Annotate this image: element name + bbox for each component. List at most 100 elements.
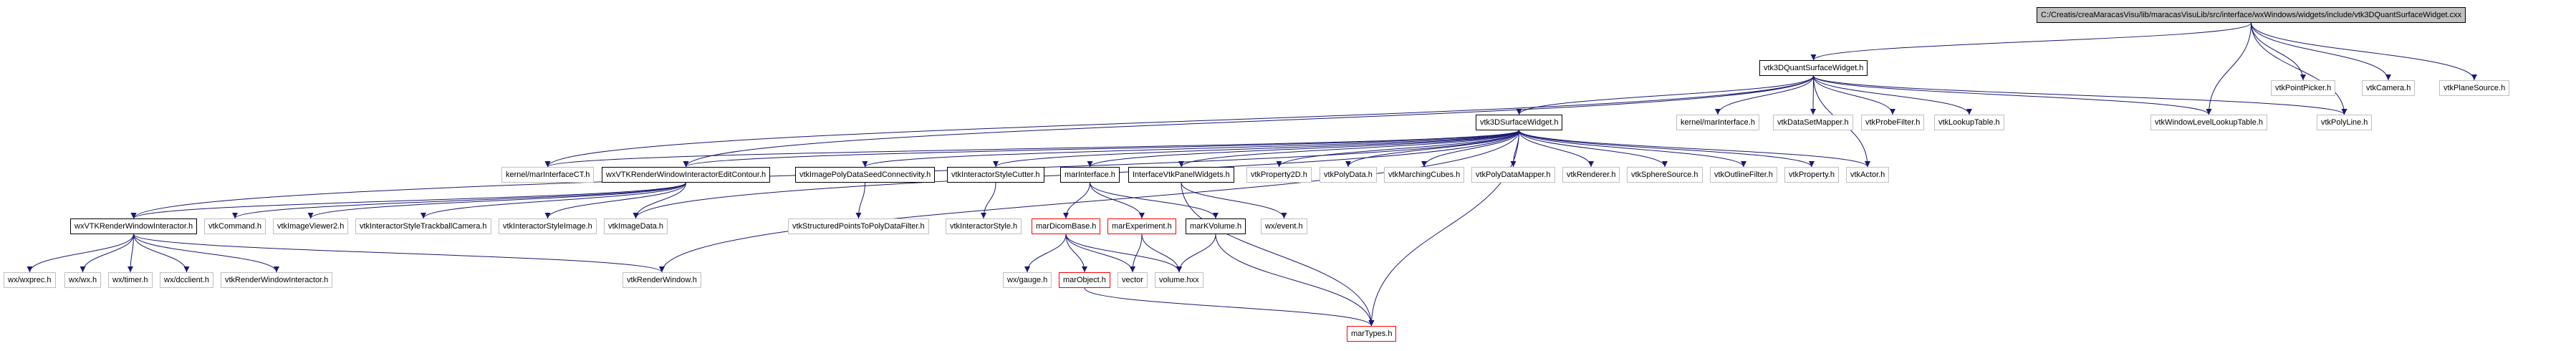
edge-s-to-prop [1519, 130, 1815, 168]
edge-s-to-mc [1421, 130, 1519, 168]
node-ipdsc[interactable]: vtkImagePolyDataSeedConnectivity.h [795, 167, 936, 183]
edge-s-to-mi [1087, 130, 1519, 168]
node-of[interactable]: vtkOutlineFilter.h [1710, 167, 1777, 183]
edge-mdb-to-mobj [1065, 234, 1087, 273]
node-gauge[interactable]: wx/gauge.h [1003, 272, 1052, 288]
node-prop[interactable]: vtkProperty.h [1784, 167, 1839, 183]
edge-ec-to-iv2 [307, 182, 686, 219]
edge-mobj-to-mt [1084, 287, 1375, 327]
node-isi[interactable]: vtkInteractorStyleImage.h [499, 218, 597, 234]
edge-s-to-rw [659, 130, 1519, 273]
edge-mkv-to-mt [1215, 234, 1375, 327]
edge-ipdsc-to-sptpdf [855, 182, 865, 219]
edge-ec-to-rwi [130, 182, 686, 219]
node-act[interactable]: vtkActor.h [1846, 167, 1890, 183]
edge-q-to-dsm [1810, 75, 1817, 115]
node-rwi[interactable]: wxVTKRenderWindowInteractor.h [70, 218, 198, 234]
node-pf[interactable]: vtkProbeFilter.h [1861, 115, 1925, 130]
edge-rwi-to-rw [133, 234, 665, 273]
node-ivpw[interactable]: InterfaceVtkPanelWidgets.h [1128, 167, 1234, 183]
node-wxwx[interactable]: wx/wx.h [64, 272, 102, 288]
edge-s-to-mt [1368, 130, 1519, 327]
node-id[interactable]: vtkImageData.h [604, 218, 668, 234]
node-cmd[interactable]: vtkCommand.h [204, 218, 266, 234]
node-pp[interactable]: vtkPointPicker.h [2271, 80, 2336, 96]
node-mc[interactable]: vtkMarchingCubes.h [1384, 167, 1465, 183]
node-kmict[interactable]: kernel/marInterfaceCT.h [501, 167, 595, 183]
node-vrwi[interactable]: vtkRenderWindowInteractor.h [221, 272, 333, 288]
edge-s-to-act [1519, 130, 1870, 168]
node-mdb[interactable]: marDicomBase.h [1032, 218, 1101, 234]
edge-q-to-pl [1813, 75, 2347, 115]
edge-mdb-to-vec [1065, 234, 1135, 273]
node-wllut[interactable]: vtkWindowLevelLookupTable.h [2150, 115, 2268, 130]
node-vol[interactable]: volume.hxx [1155, 272, 1203, 288]
node-sptpdf[interactable]: vtkStructuredPointsToPolyDataFilter.h [788, 218, 929, 234]
node-wxdc[interactable]: wx/dcclient.h [160, 272, 213, 288]
node-ec[interactable]: wxVTKRenderWindowInteractorEditContour.h [602, 167, 771, 183]
node-wxev[interactable]: wx/event.h [1261, 218, 1307, 234]
edge-ec-to-cmd [232, 182, 686, 219]
edge-ec-to-istc [420, 182, 686, 219]
edge-isc-to-is [981, 182, 996, 219]
edge-q-to-ec [683, 75, 1814, 168]
edge-root-to-pl [2251, 22, 2347, 115]
edge-mkv-to-vol [1176, 234, 1216, 273]
edge-q-to-kmi [1715, 75, 1814, 115]
node-rw[interactable]: vtkRenderWindow.h [623, 272, 701, 288]
edge-q-to-s [1516, 75, 1814, 115]
edge-root-to-ps [2251, 22, 2477, 81]
node-iv2[interactable]: vtkImageViewer2.h [273, 218, 349, 234]
edge-s-to-p2d [1276, 130, 1519, 168]
node-s[interactable]: vtk3DSurfaceWidget.h [1476, 115, 1563, 130]
edge-ec-to-id [633, 182, 686, 219]
edge-ivpw-to-wxev [1181, 182, 1287, 219]
node-mt[interactable]: marTypes.h [1347, 326, 1397, 342]
edge-s-to-ss [1519, 130, 1668, 168]
edge-mexp-to-vec [1130, 234, 1143, 273]
node-is[interactable]: vtkInteractorStyle.h [946, 218, 1022, 234]
node-wxprec[interactable]: wx/wxprec.h [4, 272, 56, 288]
node-vec[interactable]: vector [1118, 272, 1148, 288]
edge-root-to-cam [2251, 22, 2391, 81]
node-isc[interactable]: vtkInteractorStyleCutter.h [947, 167, 1044, 183]
node-pd[interactable]: vtkPolyData.h [1320, 167, 1377, 183]
edge-s-to-kmict [544, 130, 1519, 168]
node-mobj[interactable]: marObject.h [1059, 272, 1110, 288]
edge-s-to-of [1519, 130, 1746, 168]
edge-s-to-isc [993, 130, 1519, 168]
node-pdm[interactable]: vtkPolyDataMapper.h [1471, 167, 1555, 183]
node-pl[interactable]: vtkPolyLine.h [2317, 115, 2373, 130]
node-lut[interactable]: vtkLookupTable.h [1934, 115, 2004, 130]
edge-mdb-to-vol [1065, 234, 1182, 273]
edge-root-to-q [1810, 22, 2251, 61]
edge-rwi-to-wxtimer [128, 234, 134, 273]
node-dsm[interactable]: vtkDataSetMapper.h [1773, 115, 1853, 130]
node-ps[interactable]: vtkPlaneSource.h [2439, 80, 2510, 96]
node-p2d[interactable]: vtkProperty2D.h [1246, 167, 1312, 183]
edge-rwi-to-wxdc [133, 234, 190, 273]
edge-mexp-to-vol [1141, 234, 1182, 273]
edge-mi-to-mkv [1090, 182, 1219, 219]
edge-mi-to-mdb [1063, 182, 1090, 219]
edge-q-to-lut [1813, 75, 1972, 115]
edge-rwi-to-vrwi [133, 234, 279, 273]
edge-root-to-wllut [2206, 22, 2251, 115]
edge-ec-to-isi [544, 182, 686, 219]
node-ss[interactable]: vtkSphereSource.h [1627, 167, 1703, 183]
edge-s-to-ec [683, 130, 1519, 168]
node-mexp[interactable]: marExperiment.h [1107, 218, 1176, 234]
node-mkv[interactable]: marKVolume.h [1186, 218, 1246, 234]
node-wxtimer[interactable]: wx/timer.h [108, 272, 153, 288]
node-kmi[interactable]: kernel/marInterface.h [1676, 115, 1759, 130]
node-mi[interactable]: marInterface.h [1060, 167, 1120, 183]
edge-s-to-ivpw [1178, 130, 1519, 168]
node-istc[interactable]: vtkInteractorStyleTrackballCamera.h [355, 218, 491, 234]
node-root[interactable]: C:/Creatis/creaMaracasVisu/lib/maracasVi… [2037, 7, 2466, 23]
node-q[interactable]: vtk3DQuantSurfaceWidget.h [1759, 60, 1868, 76]
edge-q-to-kmict [544, 75, 1814, 168]
node-ren[interactable]: vtkRenderer.h [1562, 167, 1620, 183]
node-cam[interactable]: vtkCamera.h [2362, 80, 2416, 96]
edge-ivpw-to-mt [1181, 182, 1375, 327]
